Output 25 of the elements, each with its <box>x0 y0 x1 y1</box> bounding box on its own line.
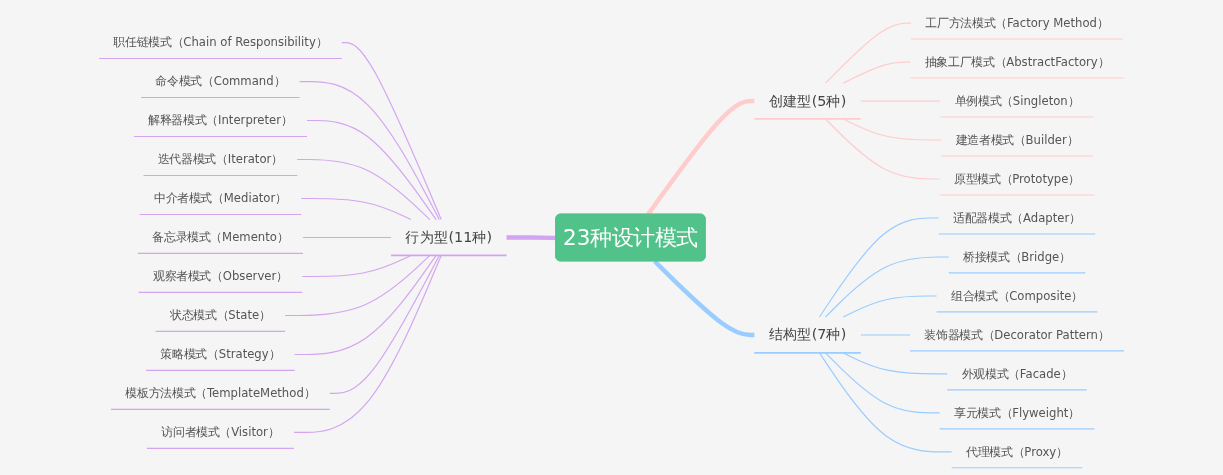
connector <box>842 295 938 318</box>
connector <box>842 61 911 84</box>
connector <box>306 119 437 221</box>
connector <box>824 256 950 318</box>
connector <box>842 352 948 375</box>
connector <box>860 334 911 336</box>
connector <box>818 352 953 453</box>
connector <box>296 158 431 221</box>
connector <box>506 235 557 241</box>
connector <box>824 118 941 180</box>
connector <box>842 118 942 141</box>
connector <box>329 254 440 395</box>
connector <box>653 259 755 338</box>
connector <box>284 254 431 317</box>
connector <box>341 42 442 221</box>
connector <box>299 80 440 221</box>
connector <box>294 254 437 356</box>
connector <box>818 217 940 318</box>
connector <box>824 22 912 84</box>
connector <box>824 352 941 414</box>
connector <box>301 254 412 278</box>
connector <box>293 254 442 433</box>
connector <box>646 98 755 216</box>
connector <box>300 197 412 221</box>
connector <box>302 236 392 239</box>
